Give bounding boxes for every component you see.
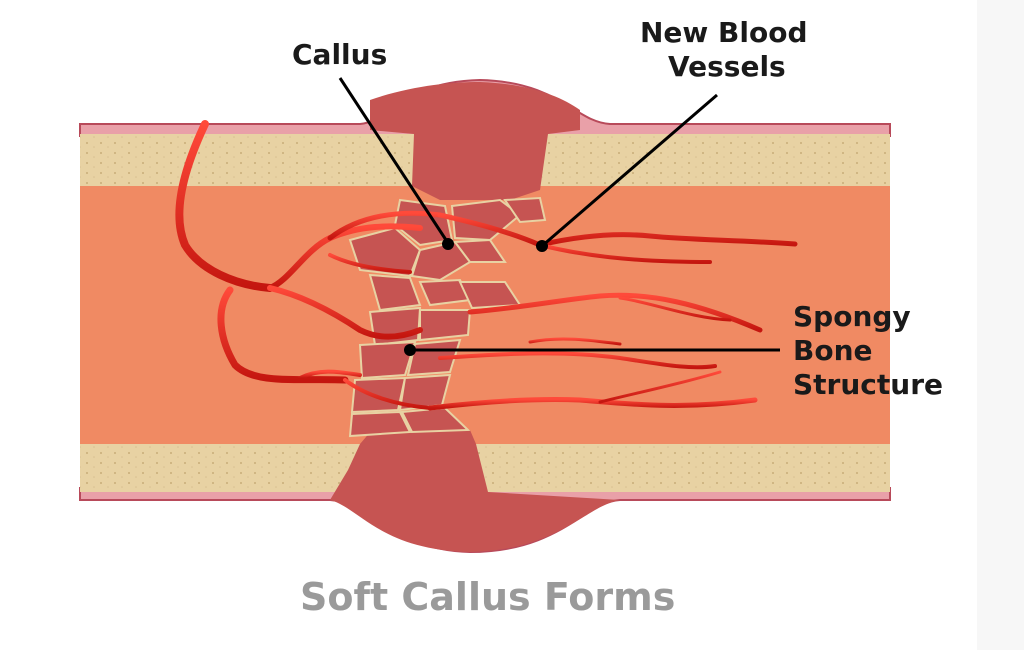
spongy-line2: Bone <box>793 334 873 367</box>
callus-top <box>370 82 580 200</box>
spongy-line1: Spongy <box>793 300 911 333</box>
spongy-bone-structure-label: Spongy Bone Structure <box>793 300 943 402</box>
spongy-line3: Structure <box>793 368 944 401</box>
callus-label: Callus <box>292 38 388 71</box>
blood-vessels <box>175 120 798 411</box>
pointer-dots <box>404 238 548 356</box>
page-margin <box>977 0 1024 650</box>
spongy-bone-fragments <box>348 196 547 438</box>
callus-pointer-dot <box>442 238 454 250</box>
new-blood-vessels-label: New Blood Vessels <box>640 16 808 84</box>
figure-caption: Soft Callus Forms <box>300 575 676 619</box>
new-blood-vessels-line1: New Blood <box>640 16 808 49</box>
new-blood-vessels-line2: Vessels <box>668 50 786 83</box>
spongy-pointer-dot <box>404 344 416 356</box>
pointer-lines <box>338 77 780 352</box>
callus-bottom <box>330 430 620 552</box>
vessels-pointer-dot <box>536 240 548 252</box>
